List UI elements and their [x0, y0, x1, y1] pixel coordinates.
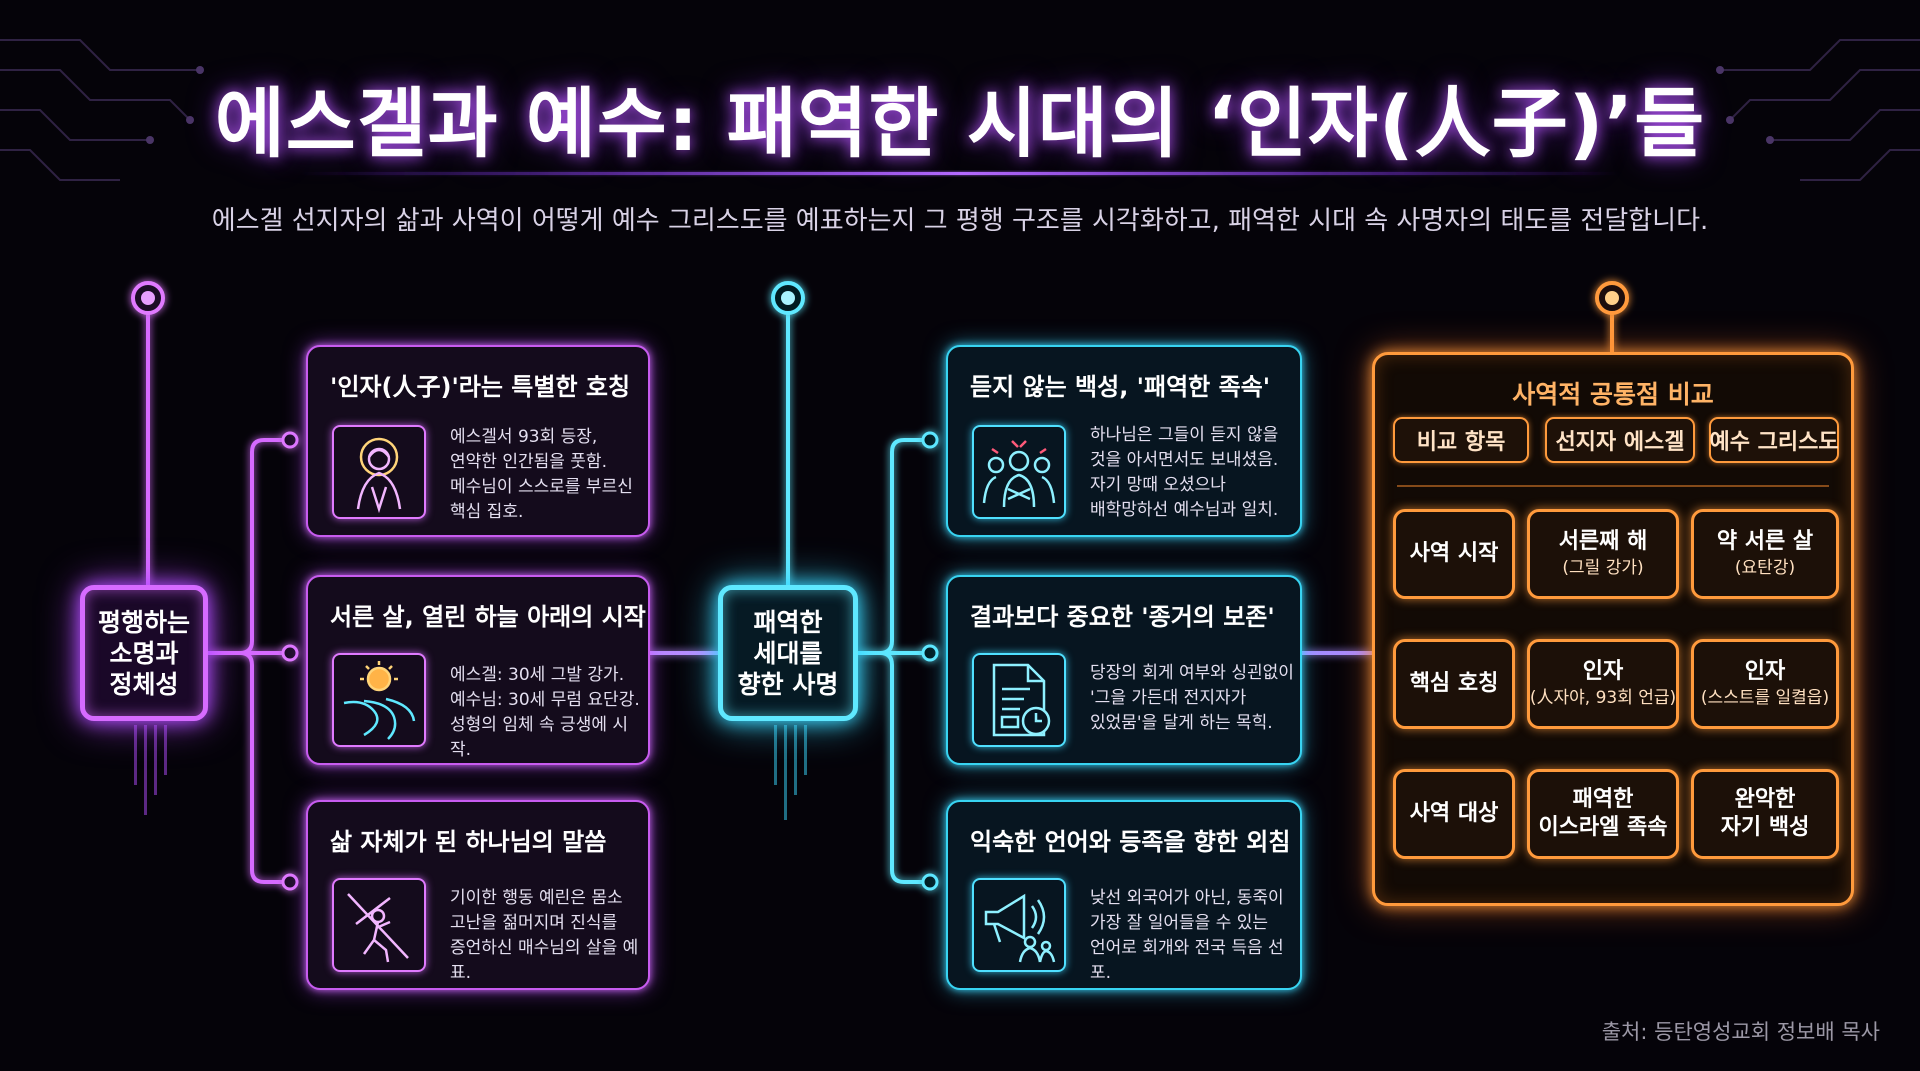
- card-preserving-witness: 결과보다 중요한 '종거의 보존' 당장의 회게 여부와 싱괸없이 '그을 가든…: [946, 575, 1302, 765]
- card-age-thirty-start: 서른 살, 열린 하늘 아래의 시작 에스겔: 30세 그발 강가. 예수님: …: [306, 575, 650, 765]
- card-title: 듣지 않는 백성, '패역한 족속': [970, 373, 1271, 401]
- crowd-refusing-icon: [972, 425, 1066, 519]
- cell-main: 패역한 이스라엘 족속: [1538, 787, 1668, 840]
- cell-main: 완악한 자기 백성: [1720, 787, 1810, 840]
- cell-sub: (그릴 강가): [1562, 558, 1644, 578]
- card-unlistening-people: 듣지 않는 백성, '패역한 족속' 하나님은 그들이 듣지 않을 것을 아서면…: [946, 345, 1302, 537]
- row-label: 사역 시작: [1393, 509, 1515, 599]
- header-ezekiel: 선지자 에스겔: [1545, 417, 1695, 463]
- cell-main: 인자: [1744, 659, 1786, 684]
- divider: [1397, 485, 1829, 487]
- document-clock-icon: [972, 653, 1066, 747]
- cell-jesus: 완악한 자기 백성: [1691, 769, 1839, 859]
- megaphone-people-icon: [972, 878, 1066, 972]
- cell-main: 인자: [1582, 659, 1624, 684]
- cell-main: 서른째 해: [1558, 529, 1648, 554]
- row-label-text: 사역 대상: [1409, 801, 1499, 826]
- card-body: 기이한 행동 예린은 몸소 고난을 젊머지며 진식를 증언하신 매수님의 살을 …: [450, 888, 639, 983]
- header-jesus: 예수 그리스도: [1709, 417, 1839, 463]
- cell-ezekiel: 서른째 해 (그릴 강가): [1527, 509, 1679, 599]
- card-title: 결과보다 중요한 '종거의 보존': [970, 603, 1275, 631]
- row-label-text: 사역 시작: [1409, 541, 1499, 566]
- cell-sub: (人자야, 93회 언급): [1529, 688, 1677, 708]
- cell-ezekiel: 인자 (人자야, 93회 언급): [1527, 639, 1679, 729]
- hub-rebellious-generation-mission: 패역한 세대를 향한 사명: [718, 585, 858, 721]
- card-body: 하나님은 그들이 듣지 않을 것을 아서면서도 보내셨음. 자기 망때 오셨으나…: [1090, 425, 1279, 520]
- cell-jesus: 약 서른 살 (요탄강): [1691, 509, 1839, 599]
- page-subtitle: 에스겔 선지자의 삶과 사역이 어떻게 예수 그리스도를 예표하는지 그 평행 …: [211, 206, 1709, 236]
- page-title: 에스겔과 예수: 패역한 시대의 ‘인자(人子)’들: [214, 79, 1706, 168]
- card-title: 익숙한 언어와 등족을 향한 외침: [970, 828, 1291, 856]
- cell-sub: (요탄강): [1734, 558, 1796, 578]
- card-body: 에스겔서 93회 등장, 연약한 인간됨을 풋함. 메수님이 스스로를 부르신 …: [450, 427, 633, 522]
- header-comparison-item: 비교 항목: [1393, 417, 1529, 463]
- card-title: '인자(人子)'라는 특별한 호칭: [330, 373, 631, 401]
- card-body: 낮선 외국어가 아닌, 동죽이 가장 잘 일어들을 수 있는 언어로 회개와 전…: [1090, 888, 1284, 983]
- cell-ezekiel: 패역한 이스라엘 족속: [1527, 769, 1679, 859]
- jesus-figure-icon: [332, 425, 426, 519]
- row-label: 사역 대상: [1393, 769, 1515, 859]
- card-familiar-language: 익숙한 언어와 등족을 향한 외침 낮선 외국어가 아닌, 동죽이 가장 잘 일…: [946, 800, 1302, 990]
- card-title: 삶 자체가 된 하나님의 말씀: [330, 828, 607, 856]
- comparison-panel: 사역적 공통점 비교 비교 항목 선지자 에스겔 예수 그리스도 사역 시작 서…: [1372, 352, 1854, 906]
- card-body: 에스겔: 30세 그발 강가. 예수님: 30세 무럼 요단강. 성형의 임체 …: [450, 665, 640, 760]
- row-label-text: 핵심 호칭: [1409, 671, 1499, 696]
- hub-parallel-calling: 평행하는 소명과 정체성: [80, 585, 208, 721]
- cell-sub: (스스트를 일켤읍): [1700, 688, 1830, 708]
- cross-bearer-icon: [332, 878, 426, 972]
- card-living-word: 삶 자체가 된 하나님의 말씀 기이한 행동 예린은 몸소 고난을 젊머지며 진…: [306, 800, 650, 990]
- sun-river-icon: [332, 653, 426, 747]
- comparison-title: 사역적 공통점 비교: [1512, 380, 1714, 409]
- row-label: 핵심 호칭: [1393, 639, 1515, 729]
- card-title: 서른 살, 열린 하늘 아래의 시작: [330, 603, 646, 631]
- cell-main: 약 서른 살: [1716, 529, 1814, 554]
- cell-jesus: 인자 (스스트를 일켤읍): [1691, 639, 1839, 729]
- source-credit: 출처: 등탄영성교회 정보배 목사: [1601, 1020, 1880, 1044]
- card-body: 당장의 회게 여부와 싱괸없이 '그을 가든대 전지자가 있었뭄'을 달게 하는…: [1090, 663, 1294, 733]
- card-son-of-man-title: '인자(人子)'라는 특별한 호칭 에스겔서 93회 등장, 연약한 인간됨을 …: [306, 345, 650, 537]
